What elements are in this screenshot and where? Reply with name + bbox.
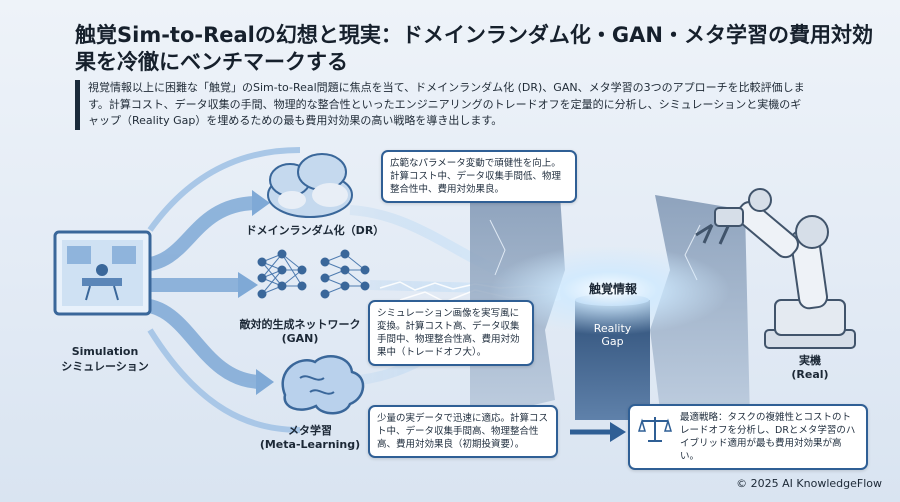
gan-note-callout: シミュレーション画像を実写風に変換。計算コスト高、データ収集手間中、物理整合性高… (368, 300, 534, 366)
big-arrow-top (147, 147, 301, 232)
page-title: 触覚Sim-to-Realの幻想と現実：ドメインランダム化・GAN・メタ学習の費… (75, 23, 873, 74)
page-subtitle: 視覚情報以上に困難な「触覚」のSim-to-Real問題に焦点を当て、ドメインラ… (88, 81, 805, 127)
real-label-en: (Real) (791, 368, 829, 381)
gan-label: 敵対的生成ネットワーク (GAN) (230, 316, 370, 345)
tactile-label: 触覚情報 (588, 282, 637, 296)
simulation-icon (53, 230, 152, 316)
real-label-jp: 実機 (799, 354, 821, 367)
gan-label-jp: 敵対的生成ネットワーク (239, 318, 361, 331)
reality-gap-line1: Reality (593, 322, 632, 335)
dr-note-callout: 広範なパラメータ変動で頑健性を向上。計算コスト中、データ収集手間低、物理整合性中… (381, 150, 577, 203)
robot-arm-icon (695, 188, 856, 349)
reality-gap-line2: Gap (601, 335, 624, 348)
subtitle-accent-bar (75, 80, 80, 130)
meta-label: メタ学習 (Meta-Learning) (245, 422, 375, 451)
balance-scale-icon (638, 417, 672, 442)
dr-cloud-icon (267, 153, 353, 218)
meta-label-en: (Meta-Learning) (259, 438, 361, 451)
dr-label: ドメインランダム化（DR） (245, 224, 385, 237)
simulation-label-jp: シミュレーション (61, 360, 149, 373)
big-arrow-bottom (147, 328, 301, 433)
copyright: © 2025 AI KnowledgeFlow (736, 477, 882, 490)
arrowhead-meta (256, 369, 274, 395)
meta-note-callout: 少量の実データで迅速に適応。計算コスト中、データ収集手間高、物理整合性高、費用対… (368, 405, 558, 458)
meta-label-jp: メタ学習 (288, 424, 332, 437)
gan-label-en: (GAN) (281, 332, 319, 345)
best-strategy-callout: 最適戦略：タスクの複雑性とコストのトレードオフを分析し、DRとメタ学習のハイブリ… (628, 404, 868, 470)
reality-gap-label: Reality Gap (575, 322, 650, 348)
flow-arrows (133, 196, 267, 389)
real-label: 実機 (Real) (770, 352, 850, 381)
brain-icon (281, 355, 365, 415)
arrow-to-meta (133, 298, 267, 389)
flow-arrowheads (238, 190, 274, 395)
best-strategy-text: 最適戦略：タスクの複雑性とコストのトレードオフを分析し、DRとメタ学習のハイブリ… (680, 412, 856, 462)
arrow-to-dr (133, 196, 262, 272)
simulation-label: Simulation シミュレーション (55, 345, 155, 374)
arrowhead-strategy (610, 422, 626, 442)
tactile-glow (490, 245, 730, 335)
arrowhead-gan (238, 272, 258, 298)
arrowhead-dr (252, 190, 270, 216)
gan-network-icon (257, 249, 370, 299)
simulation-label-en: Simulation (71, 345, 139, 358)
